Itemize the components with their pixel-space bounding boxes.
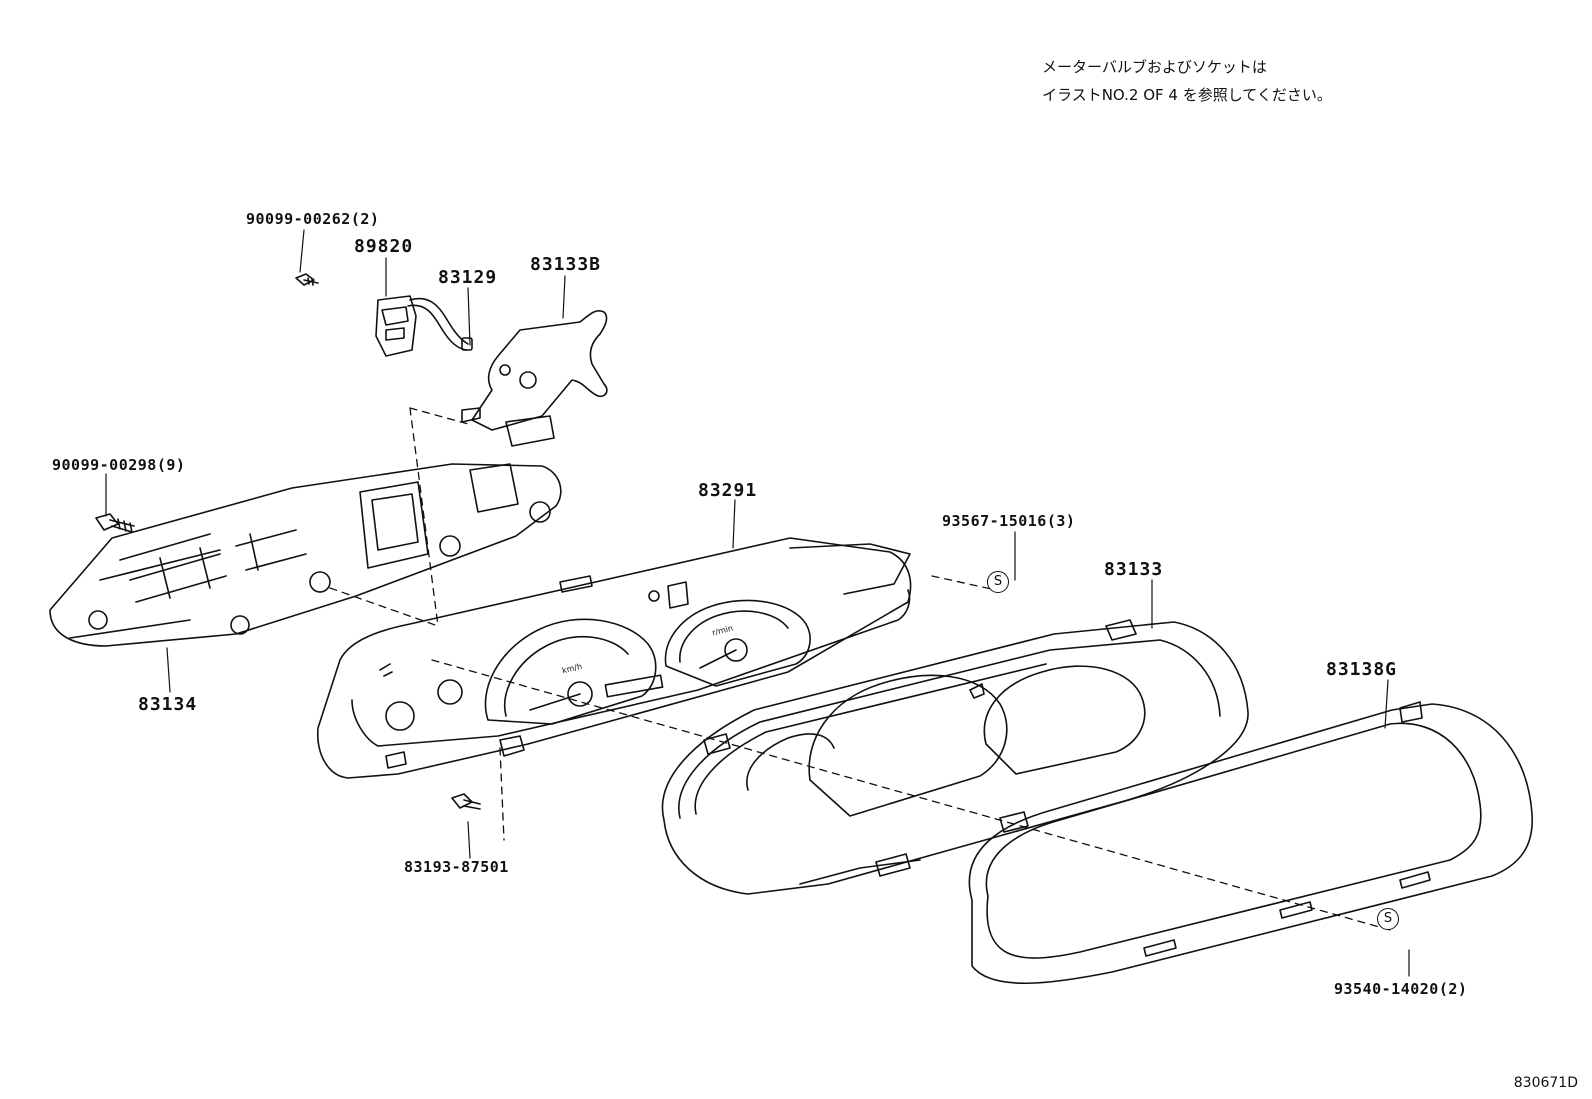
part-label-93567-15016[interactable]: 93567-15016(3) [942, 512, 1076, 530]
part-label-83133[interactable]: 83133 [1104, 559, 1164, 580]
part-label-83291[interactable]: 83291 [698, 480, 758, 501]
s-mark-symbol-1: S [987, 571, 1009, 593]
part-label-83138G[interactable]: 83138G [1326, 659, 1398, 680]
part-label-83129[interactable]: 83129 [438, 267, 498, 288]
back-plate-83134 [49, 463, 562, 647]
screw-83193-87501 [451, 793, 481, 810]
part-label-83133B[interactable]: 83133B [530, 254, 602, 275]
glass-83138G [968, 701, 1533, 985]
part-label-89820[interactable]: 89820 [354, 236, 414, 257]
part-label-93540-14020[interactable]: 93540-14020(2) [1334, 980, 1468, 998]
cover-83133 [661, 619, 1249, 895]
switch-89820 [375, 295, 473, 357]
screw-90099-00262 [295, 273, 319, 286]
leader-lines [105, 229, 1410, 977]
part-label-90099-00262[interactable]: 90099-00262(2) [246, 210, 380, 228]
screw-90099-00298 [95, 513, 135, 533]
s-mark-symbol-2: S [1377, 908, 1399, 930]
note-line-1: メーターバルブおよびソケットは [1042, 58, 1267, 76]
bracket-83133B [461, 309, 608, 447]
part-label-83193-87501[interactable]: 83193-87501 [404, 858, 509, 876]
part-label-83134[interactable]: 83134 [138, 694, 198, 715]
part-label-90099-00298[interactable]: 90099-00298(9) [52, 456, 186, 474]
alignment-dashes [329, 407, 1391, 931]
illustration-code: 830671D [1513, 1075, 1578, 1091]
note-line-2: イラストNO.2 OF 4 を参照してください。 [1042, 86, 1332, 104]
combination-meter-83291 [317, 537, 912, 779]
